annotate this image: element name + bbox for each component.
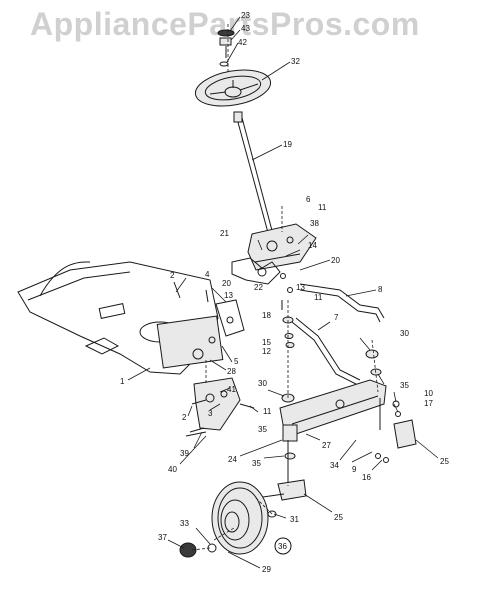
callout-11-mid: 11 bbox=[314, 293, 323, 302]
callout-11-bottom: 11 bbox=[263, 407, 272, 416]
callout-5: 5 bbox=[234, 357, 239, 366]
callout-21: 21 bbox=[220, 229, 229, 238]
callout-35-right: 35 bbox=[400, 381, 409, 390]
front-wheel-tire bbox=[211, 481, 269, 555]
steering-wheel bbox=[194, 69, 272, 107]
callout-2-top: 2 bbox=[170, 271, 175, 280]
callout-4: 4 bbox=[205, 270, 210, 279]
callout-13-left: 13 bbox=[224, 291, 233, 300]
pivot-hardware bbox=[282, 316, 295, 348]
callout-10: 10 bbox=[424, 389, 433, 398]
callout-8: 8 bbox=[378, 285, 383, 294]
callout-7: 7 bbox=[334, 313, 339, 322]
callout-2-bottom: 2 bbox=[182, 413, 187, 422]
callout-23: 23 bbox=[241, 11, 250, 20]
callout-14: 14 bbox=[308, 241, 317, 250]
steering-cap-assembly bbox=[217, 29, 235, 67]
right-spindle bbox=[379, 398, 417, 449]
callout-25-right: 25 bbox=[440, 457, 449, 466]
callout-39: 39 bbox=[180, 449, 189, 458]
axle-pivot-bracket bbox=[185, 377, 241, 437]
callout-36-circle bbox=[274, 537, 292, 555]
callout-20-right: 20 bbox=[331, 256, 340, 265]
callout-6: 6 bbox=[306, 195, 311, 204]
callout-40: 40 bbox=[168, 465, 177, 474]
drag-link bbox=[299, 283, 385, 323]
callout-16: 16 bbox=[362, 473, 371, 482]
leader-lines bbox=[127, 16, 439, 569]
callout-3: 3 bbox=[208, 409, 213, 418]
callout-24: 24 bbox=[228, 455, 237, 464]
callout-33: 33 bbox=[180, 519, 189, 528]
callout-17: 17 bbox=[424, 399, 433, 408]
callout-numbers: 23 43 42 32 19 6 11 38 21 14 20 13 20 22… bbox=[120, 11, 449, 574]
steering-gear-plate bbox=[231, 257, 293, 310]
callout-19: 19 bbox=[283, 140, 292, 149]
callout-1: 1 bbox=[120, 377, 125, 386]
callout-41: 41 bbox=[227, 385, 236, 394]
hubcap bbox=[179, 510, 277, 558]
callout-32: 32 bbox=[291, 57, 300, 66]
callout-43: 43 bbox=[241, 24, 250, 33]
callout-35-bottom: 35 bbox=[252, 459, 261, 468]
callout-11-top: 11 bbox=[318, 203, 327, 212]
callout-22: 22 bbox=[254, 283, 263, 292]
callout-36: 36 bbox=[278, 542, 287, 551]
callout-15: 15 bbox=[262, 338, 271, 347]
tie-rod bbox=[291, 317, 361, 385]
callout-18: 18 bbox=[262, 311, 271, 320]
callout-27: 27 bbox=[322, 441, 331, 450]
callout-25-bottom: 25 bbox=[334, 513, 343, 522]
callout-20-left: 20 bbox=[222, 279, 231, 288]
callout-30-mid: 30 bbox=[258, 379, 267, 388]
callout-30-top: 30 bbox=[400, 329, 409, 338]
callout-29: 29 bbox=[262, 565, 271, 574]
callout-9: 9 bbox=[352, 465, 357, 474]
callout-37: 37 bbox=[158, 533, 167, 542]
left-spindle bbox=[255, 440, 307, 501]
steering-bracket bbox=[247, 223, 317, 271]
callout-28: 28 bbox=[227, 367, 236, 376]
callout-38: 38 bbox=[310, 219, 319, 228]
steering-shaft bbox=[233, 111, 275, 241]
assembly-lines bbox=[191, 24, 379, 551]
callout-12: 12 bbox=[262, 347, 271, 356]
frame bbox=[17, 261, 224, 375]
mounting-bracket bbox=[215, 299, 245, 337]
callout-13-right: 13 bbox=[296, 283, 305, 292]
callout-34: 34 bbox=[330, 461, 339, 470]
callout-31: 31 bbox=[290, 515, 299, 524]
callout-35-left: 35 bbox=[258, 425, 267, 434]
callout-42: 42 bbox=[238, 38, 247, 47]
